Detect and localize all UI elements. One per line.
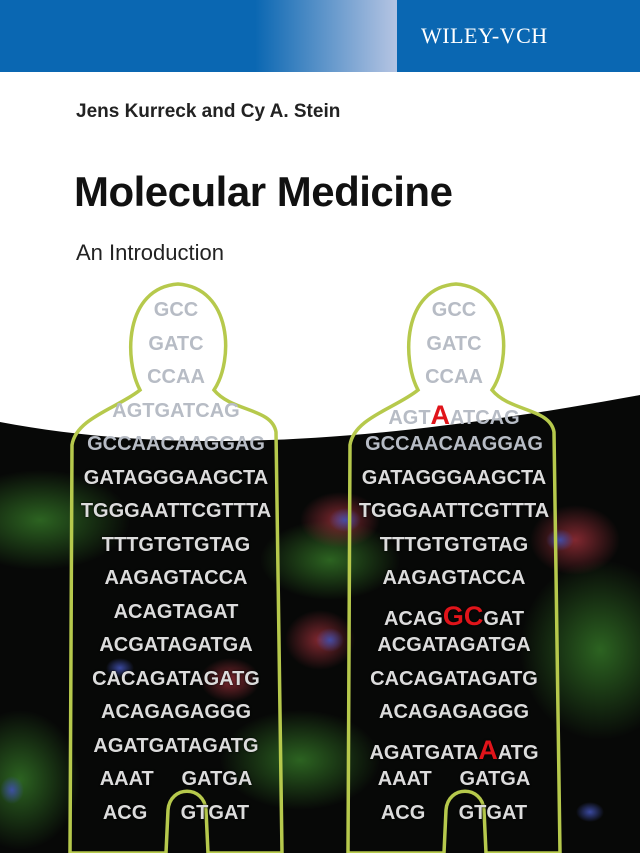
dna-row-mutated: TGGGAATTCGTTTA xyxy=(334,500,574,523)
dna-segment: CACAGATAGATG xyxy=(92,667,260,690)
dna-segment: GATAGGGAAGCTA xyxy=(83,466,269,489)
dna-row-normal: ACG GTGAT xyxy=(56,802,296,825)
dna-segment: TTTGTGTGTAG xyxy=(379,533,529,556)
dna-segment: ATG xyxy=(497,741,539,764)
dna-row-normal: GATAGGGAAGCTA xyxy=(56,467,296,490)
dna-segment: AAAT GATGA xyxy=(99,768,253,790)
dna-segment: ATCAG xyxy=(450,406,520,429)
authors: Jens Kurreck and Cy A. Stein xyxy=(76,101,341,122)
dna-row-mutated: CCAA xyxy=(334,366,574,389)
dna-row-normal: AAAT GATGA xyxy=(56,768,296,791)
dna-segment: AGATGATA xyxy=(369,741,479,764)
dna-row-normal: CACAGATAGATG xyxy=(56,668,296,691)
dna-row-normal: TTTGTGTGTAG xyxy=(56,534,296,557)
dna-segment: GCCAACAAGGAG xyxy=(87,433,265,455)
dna-segment: CCAA xyxy=(147,366,205,388)
dna-segment: AGATGATAGATG xyxy=(93,734,259,757)
dna-row-normal: GCCAACAAGGAG xyxy=(56,433,296,456)
dna-segment: TGGGAATTCGTTTA xyxy=(80,500,272,522)
dna-segment: ACGATAGATGA xyxy=(377,634,531,656)
dna-row-mutated: ACAGGCGAT xyxy=(334,601,574,632)
mutation-highlight: A xyxy=(430,399,451,430)
dna-segment: ACAGTAGAT xyxy=(113,600,239,623)
dna-segment: ACAGAGAGGG xyxy=(101,701,251,723)
dna-row-normal: TGGGAATTCGTTTA xyxy=(56,500,296,523)
dna-row-mutated: GCCAACAAGGAG xyxy=(334,433,574,456)
dna-segment: ACAGAGAGGG xyxy=(379,701,529,723)
dna-segment: TTTGTGTGTAG xyxy=(101,533,251,556)
dna-row-mutated: ACAGAGAGGG xyxy=(334,701,574,724)
dna-row-normal: AGTGATCAG xyxy=(56,400,296,423)
dna-segment: CCAA xyxy=(425,366,483,388)
header-band: WILEY-VCH xyxy=(0,0,640,72)
dna-segment: GATC xyxy=(148,332,204,355)
mutation-highlight: GC xyxy=(442,600,484,631)
dna-row-mutated: GCC xyxy=(334,299,574,322)
dna-row-normal: AAGAGTACCA xyxy=(56,567,296,590)
dna-segment: AAAT GATGA xyxy=(377,768,531,790)
publisher-logo: WILEY-VCH xyxy=(421,23,548,48)
dna-row-normal: ACGATAGATGA xyxy=(56,634,296,657)
dna-segment: GATC xyxy=(426,332,482,355)
dna-segment: TGGGAATTCGTTTA xyxy=(358,500,550,522)
dna-row-mutated: TTTGTGTGTAG xyxy=(334,534,574,557)
dna-segment: AGTGATCAG xyxy=(112,399,240,422)
dna-segment: GCC xyxy=(153,299,199,321)
dna-segment: AAGAGTACCA xyxy=(104,567,248,589)
dna-row-normal: AGATGATAGATG xyxy=(56,735,296,758)
dna-row-mutated: AAGAGTACCA xyxy=(334,567,574,590)
dna-segment: ACGATAGATGA xyxy=(99,634,253,656)
dna-segment: ACG GTGAT xyxy=(102,801,250,824)
dna-row-mutated: ACGATAGATGA xyxy=(334,634,574,657)
dna-row-normal: GCC xyxy=(56,299,296,322)
dna-row-mutated: GATC xyxy=(334,333,574,356)
dna-segment: GCC xyxy=(431,299,477,321)
dna-segment: AAGAGTACCA xyxy=(382,567,526,589)
dna-segment: GAT xyxy=(483,607,525,630)
dna-row-mutated: AAAT GATGA xyxy=(334,768,574,791)
publisher-logo-box: WILEY-VCH xyxy=(397,0,640,72)
dna-row-normal: ACAGTAGAT xyxy=(56,601,296,624)
dna-segment: CACAGATAGATG xyxy=(370,667,538,690)
dna-row-mutated: CACAGATAGATG xyxy=(334,668,574,691)
dna-segment: ACAG xyxy=(383,607,443,630)
dna-segment: AGT xyxy=(388,406,431,429)
dna-row-normal: GATC xyxy=(56,333,296,356)
dna-row-normal: CCAA xyxy=(56,366,296,389)
dna-row-mutated: AGTAATCAG xyxy=(334,400,574,431)
dna-row-mutated: GATAGGGAAGCTA xyxy=(334,467,574,490)
dna-row-normal: ACAGAGAGGG xyxy=(56,701,296,724)
dna-segment: ACG GTGAT xyxy=(380,801,528,824)
mutation-highlight: A xyxy=(478,734,498,765)
book-subtitle: An Introduction xyxy=(76,240,224,265)
dna-row-mutated: ACG GTGAT xyxy=(334,802,574,825)
book-title: Molecular Medicine xyxy=(74,168,453,215)
dna-segment: GCCAACAAGGAG xyxy=(365,433,543,455)
dna-segment: GATAGGGAAGCTA xyxy=(361,466,547,489)
dna-row-mutated: AGATGATAAATG xyxy=(334,735,574,766)
